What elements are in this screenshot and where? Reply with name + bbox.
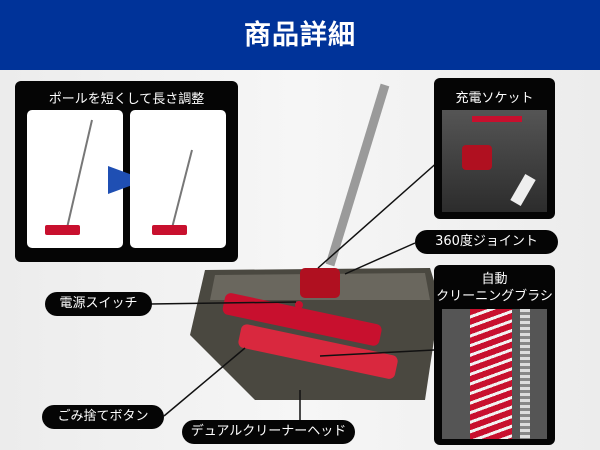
socket-image: [442, 110, 547, 212]
rear-brush: [238, 324, 398, 379]
front-brush: [222, 293, 382, 346]
brush-callout-title-1: 自動: [481, 272, 508, 287]
brush-callout: 自動 クリーニングブラシ: [434, 265, 555, 445]
pole-callout-title: ポールを短くして長さ調整: [48, 92, 205, 107]
brush-callout-title-2: クリーニングブラシ: [436, 289, 553, 304]
pole-long-image: [27, 110, 123, 248]
dust-button-callout: ごみ捨てボタン: [42, 405, 164, 429]
power-switch-callout: 電源スイッチ: [45, 292, 152, 316]
socket-callout-title: 充電ソケット: [455, 91, 534, 106]
dual-head-callout: デュアルクリーナーヘッド: [182, 420, 355, 444]
page-title: 商品詳細: [244, 20, 356, 51]
power-switch: [295, 301, 303, 309]
pole-short-image: [130, 110, 226, 248]
socket-callout: 充電ソケット: [434, 78, 555, 219]
joint: [300, 268, 340, 298]
brush-image: [442, 309, 547, 439]
page-header: 商品詳細: [0, 0, 600, 70]
vacuum-handle: [325, 83, 390, 267]
joint-callout: 360度ジョイント: [415, 230, 558, 254]
